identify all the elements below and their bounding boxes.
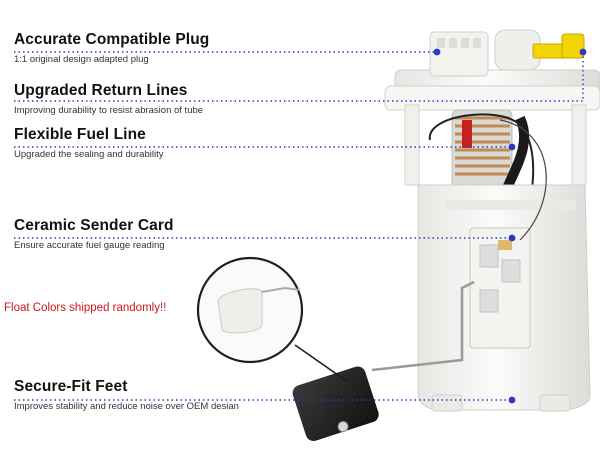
feature-title: Upgraded Return Lines: [14, 82, 188, 99]
feature-secure-fit-feet: Secure-Fit Feet Improves stability and r…: [14, 378, 239, 412]
feature-title: Accurate Compatible Plug: [14, 31, 210, 48]
feature-subtitle: Improving durability to resist abrasion …: [14, 105, 204, 116]
feature-subtitle: 1:1 original design adapted plug: [14, 54, 149, 65]
float-inset: [196, 256, 349, 383]
feature-accurate-compatible-plug: Accurate Compatible Plug 1:1 original de…: [14, 31, 209, 65]
yellow-plug: [532, 33, 585, 59]
feature-subtitle: Improves stability and reduce noise over…: [14, 401, 239, 412]
feature-subtitle: Ensure accurate fuel gauge reading: [14, 240, 165, 251]
callout-dots: [433, 48, 587, 404]
feature-title: Flexible Fuel Line: [14, 126, 146, 143]
float: [292, 366, 379, 441]
float-color-note: Float Colors shipped randomly!!: [4, 302, 167, 314]
sender-card: [469, 227, 531, 349]
float-arm: [371, 280, 475, 372]
feature-upgraded-return-lines: Upgraded Return Lines Improving durabili…: [14, 82, 203, 116]
feature-title: Secure-Fit Feet: [14, 378, 128, 395]
feature-title: Ceramic Sender Card: [14, 217, 174, 234]
feature-subtitle: Upgraded the sealing and durability: [14, 149, 164, 160]
feature-ceramic-sender-card: Ceramic Sender Card Ensure accurate fuel…: [14, 217, 174, 251]
motor-assembly: [451, 109, 513, 191]
callout-lines: [14, 51, 584, 401]
feature-flexible-fuel-line: Flexible Fuel Line Upgraded the sealing …: [14, 126, 163, 160]
